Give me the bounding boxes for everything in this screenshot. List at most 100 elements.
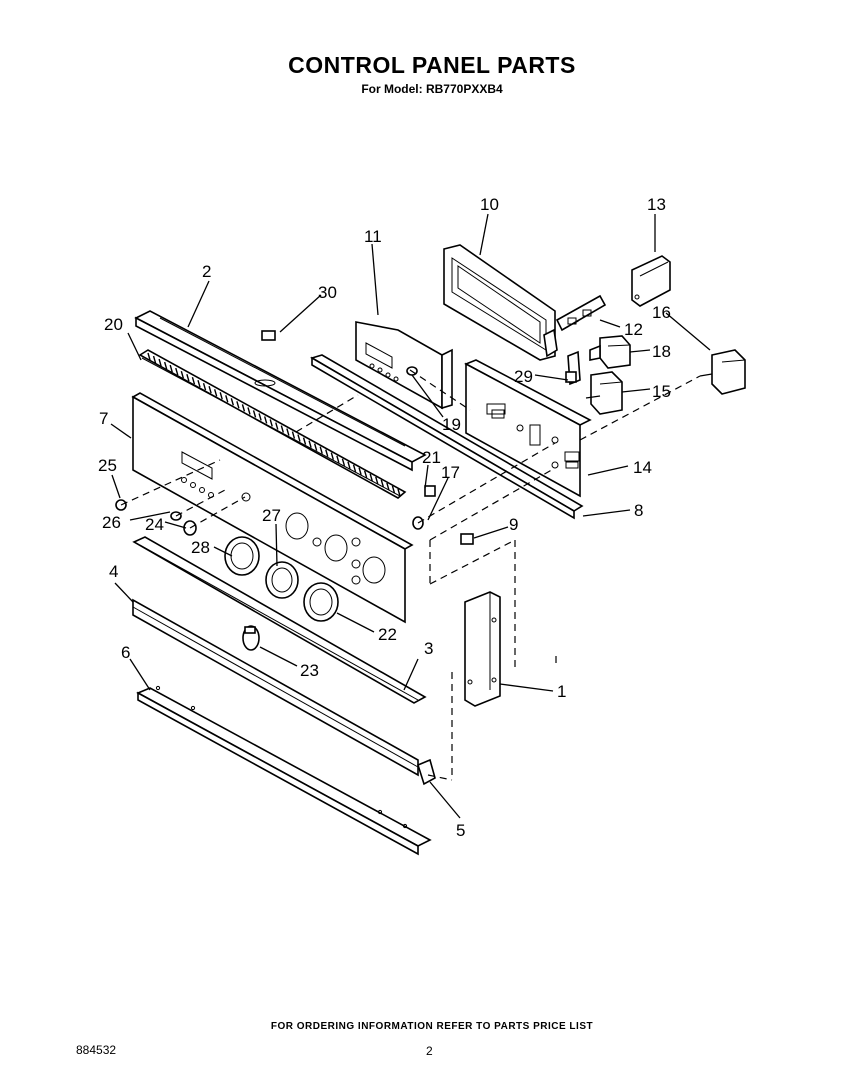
part-28-knob bbox=[224, 536, 260, 576]
grille-slat bbox=[158, 358, 162, 367]
grille-slat bbox=[186, 373, 190, 382]
callout-10: 10 bbox=[480, 195, 499, 214]
part-7-control-panel bbox=[131, 392, 414, 624]
callout-13: 13 bbox=[647, 195, 666, 214]
part-1-side-bracket bbox=[464, 591, 501, 707]
callout-18: 18 bbox=[652, 342, 671, 361]
grille-slat bbox=[163, 361, 168, 370]
callout-7: 7 bbox=[99, 409, 108, 428]
callout-labels: 1 2 3 4 5 6 7 8 9 10 11 12 13 14 15 16 1… bbox=[98, 195, 671, 840]
part-2-top-trim bbox=[134, 310, 427, 472]
callout-30: 30 bbox=[318, 283, 337, 302]
callout-14: 14 bbox=[633, 458, 652, 477]
grille-slat bbox=[341, 458, 346, 466]
grille-slat bbox=[280, 425, 285, 433]
document-number: 884532 bbox=[76, 1043, 117, 1057]
grille-slat bbox=[208, 386, 212, 394]
callout-28: 28 bbox=[191, 538, 210, 557]
grille-slat bbox=[330, 452, 335, 460]
grille-slat bbox=[336, 455, 340, 463]
grille-slat bbox=[269, 419, 273, 427]
callout-21: 21 bbox=[422, 448, 441, 467]
page-number: 2 bbox=[426, 1044, 433, 1058]
callout-29: 29 bbox=[514, 367, 533, 386]
callout-5: 5 bbox=[456, 821, 465, 840]
callout-26: 26 bbox=[102, 513, 121, 532]
grille-slat bbox=[308, 440, 312, 448]
callout-25: 25 bbox=[98, 456, 117, 475]
grille-slat bbox=[375, 476, 379, 485]
grille-slat bbox=[369, 473, 373, 482]
grille-slat bbox=[313, 443, 318, 451]
grille-slat bbox=[147, 352, 151, 361]
callout-20: 20 bbox=[104, 315, 123, 334]
leader-lines bbox=[110, 213, 711, 819]
grille-slat bbox=[319, 446, 323, 454]
grille-slat bbox=[197, 380, 201, 388]
assembly-lines bbox=[120, 319, 701, 781]
part-20-vent-grille bbox=[138, 349, 407, 499]
callout-16: 16 bbox=[652, 303, 671, 322]
part-27-knob bbox=[265, 561, 299, 599]
grille-slat bbox=[247, 407, 251, 415]
part-29-clip bbox=[565, 350, 581, 386]
callout-17: 17 bbox=[441, 463, 460, 482]
page-title: CONTROL PANEL PARTS bbox=[288, 52, 576, 78]
part-14-mounting-bracket bbox=[464, 359, 592, 498]
part-8-channel bbox=[310, 354, 584, 520]
part-15-switch bbox=[585, 371, 623, 415]
part-16-switch bbox=[699, 349, 746, 395]
grille-slat bbox=[258, 413, 262, 421]
callout-3: 3 bbox=[424, 639, 433, 658]
part-10-display-frame bbox=[443, 244, 558, 361]
grille-slat bbox=[191, 376, 196, 385]
grille-slat bbox=[347, 461, 351, 469]
part-9-clip bbox=[460, 533, 474, 545]
callout-11: 11 bbox=[364, 227, 382, 246]
grille-slat bbox=[391, 485, 396, 494]
grille-slat bbox=[230, 398, 235, 406]
grille-slat bbox=[286, 428, 290, 436]
part-13-cover bbox=[631, 255, 671, 307]
grille-slat bbox=[291, 431, 296, 439]
part-23-knob bbox=[242, 625, 260, 651]
callout-2: 2 bbox=[202, 262, 211, 281]
part-4-fascia bbox=[132, 598, 419, 777]
part-21-clip bbox=[424, 485, 436, 497]
callout-27: 27 bbox=[262, 506, 281, 525]
grille-slat bbox=[358, 467, 362, 476]
grille-slat bbox=[275, 422, 279, 430]
grille-slat bbox=[152, 355, 157, 364]
part-5-clip bbox=[417, 758, 436, 786]
part-12-relay-board bbox=[555, 294, 607, 332]
grille-slat bbox=[297, 434, 301, 442]
grille-slat bbox=[180, 370, 185, 379]
model-subtitle: For Model: RB770PXXB4 bbox=[361, 82, 503, 96]
grille-slat bbox=[225, 395, 229, 403]
callout-15: 15 bbox=[652, 382, 671, 401]
callout-23: 23 bbox=[300, 661, 319, 680]
grille-slat bbox=[241, 404, 246, 412]
grille-slat bbox=[169, 364, 173, 373]
callout-19: 19 bbox=[442, 415, 461, 434]
grille-slat bbox=[302, 437, 307, 445]
grille-slat bbox=[386, 482, 390, 491]
grille-slat bbox=[325, 449, 329, 457]
part-18-relay bbox=[589, 335, 631, 369]
grille-slat bbox=[236, 401, 240, 409]
part-22-knob bbox=[303, 582, 339, 622]
callout-1: 1 bbox=[557, 682, 566, 701]
callout-4: 4 bbox=[109, 562, 118, 581]
callout-12: 12 bbox=[624, 320, 643, 339]
callout-6: 6 bbox=[121, 643, 130, 662]
callout-8: 8 bbox=[634, 501, 643, 520]
grille-slat bbox=[219, 392, 223, 400]
grille-slat bbox=[397, 488, 401, 497]
grille-slat bbox=[252, 410, 257, 418]
grille-slat bbox=[363, 470, 368, 479]
callout-24: 24 bbox=[145, 515, 164, 534]
part-3-lower-trim bbox=[132, 536, 427, 704]
grille-slat bbox=[175, 367, 179, 376]
